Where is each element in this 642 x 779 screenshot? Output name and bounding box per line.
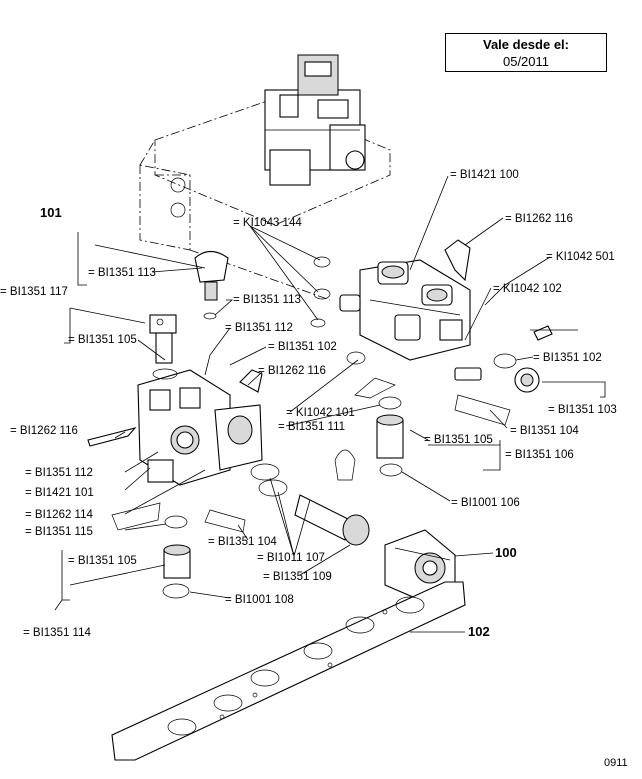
validity-box: Vale desde el: 05/2011 [445,33,607,72]
label-bi1351-103: = BI1351 103 [548,404,617,416]
label-bi1421-100: = BI1421 100 [450,169,519,181]
part-labels: 101 = BI1421 100 = BI1262 116 = KI1043 1… [0,169,617,639]
label-bi1351-114: = BI1351 114 [23,627,91,639]
gas-valve-assembly [264,54,366,186]
label-bi1262-114: = BI1262 114 [25,509,93,521]
label-bi1001-108: = BI1001 108 [225,594,294,606]
label-ki1042-501: = KI1042 501 [546,251,615,263]
label-bi1351-105-bottom: = BI1351 105 [68,555,137,567]
label-bi1351-102-mid: = BI1351 102 [268,341,337,353]
label-bi1011-107: = BI1011 107 [257,552,325,564]
label-ki1042-101: = KI1042 101 [286,407,355,419]
label-100: 100 [495,545,517,560]
label-ki1043-144: = KI1043 144 [233,217,302,229]
label-bi1262-116-top: = BI1262 116 [505,213,573,225]
label-bi1351-115: = BI1351 115 [25,526,93,538]
label-bi1351-102-right: = BI1351 102 [533,352,602,364]
small-parts [87,239,553,599]
validity-date: 05/2011 [502,54,550,69]
label-bi1262-116-left: = BI1262 116 [10,425,78,437]
label-bi1001-106: = BI1001 106 [451,497,520,509]
label-bi1351-104-left: = BI1351 104 [208,536,277,548]
label-bi1262-116-mid: = BI1262 116 [258,365,326,377]
validity-title: Vale desde el: [483,37,569,52]
label-bi1351-104-right: = BI1351 104 [510,425,579,437]
label-bi1351-106: = BI1351 106 [505,449,574,461]
label-bi1351-105-right: = BI1351 105 [424,434,493,446]
gasket-plate [111,581,466,761]
pump [384,529,456,601]
label-bi1351-109: = BI1351 109 [263,571,332,583]
label-102: 102 [468,624,490,639]
label-bi1351-117: = BI1351 117 [0,286,68,298]
label-101: 101 [40,205,62,220]
label-bi1351-111: = BI1351 111 [278,421,345,433]
drawing-code: 0911 [604,757,628,769]
label-bi1351-105-top: = BI1351 105 [68,334,137,346]
label-bi1351-112-top: = BI1351 112 [225,322,293,334]
label-ki1042-102: = KI1042 102 [493,283,562,295]
label-bi1351-112-left: = BI1351 112 [25,467,93,479]
label-bi1421-101: = BI1421 101 [25,487,94,499]
left-hydraulic-block [137,369,263,486]
label-bi1351-113-left: = BI1351 113 [88,267,156,279]
leader-lines [54,175,606,633]
hydraulic-block [339,259,471,361]
label-bi1351-113-mid: = BI1351 113 [233,294,301,306]
